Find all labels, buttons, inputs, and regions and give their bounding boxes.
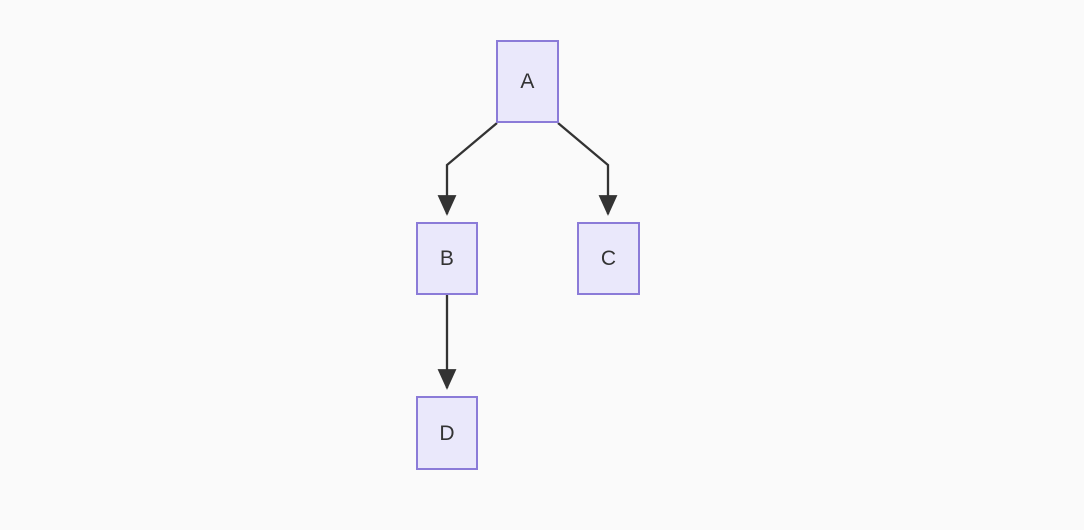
node-b[interactable]: B	[416, 222, 478, 295]
edge-a-to-b	[437, 122, 498, 216]
node-c[interactable]: C	[577, 222, 640, 295]
node-c-label: C	[600, 247, 617, 270]
node-d[interactable]: D	[416, 396, 478, 470]
node-a[interactable]: A	[496, 40, 559, 123]
edge-a-to-c	[557, 122, 618, 216]
node-a-label: A	[520, 70, 535, 93]
node-b-label: B	[439, 247, 455, 270]
node-d-label: D	[439, 421, 455, 445]
